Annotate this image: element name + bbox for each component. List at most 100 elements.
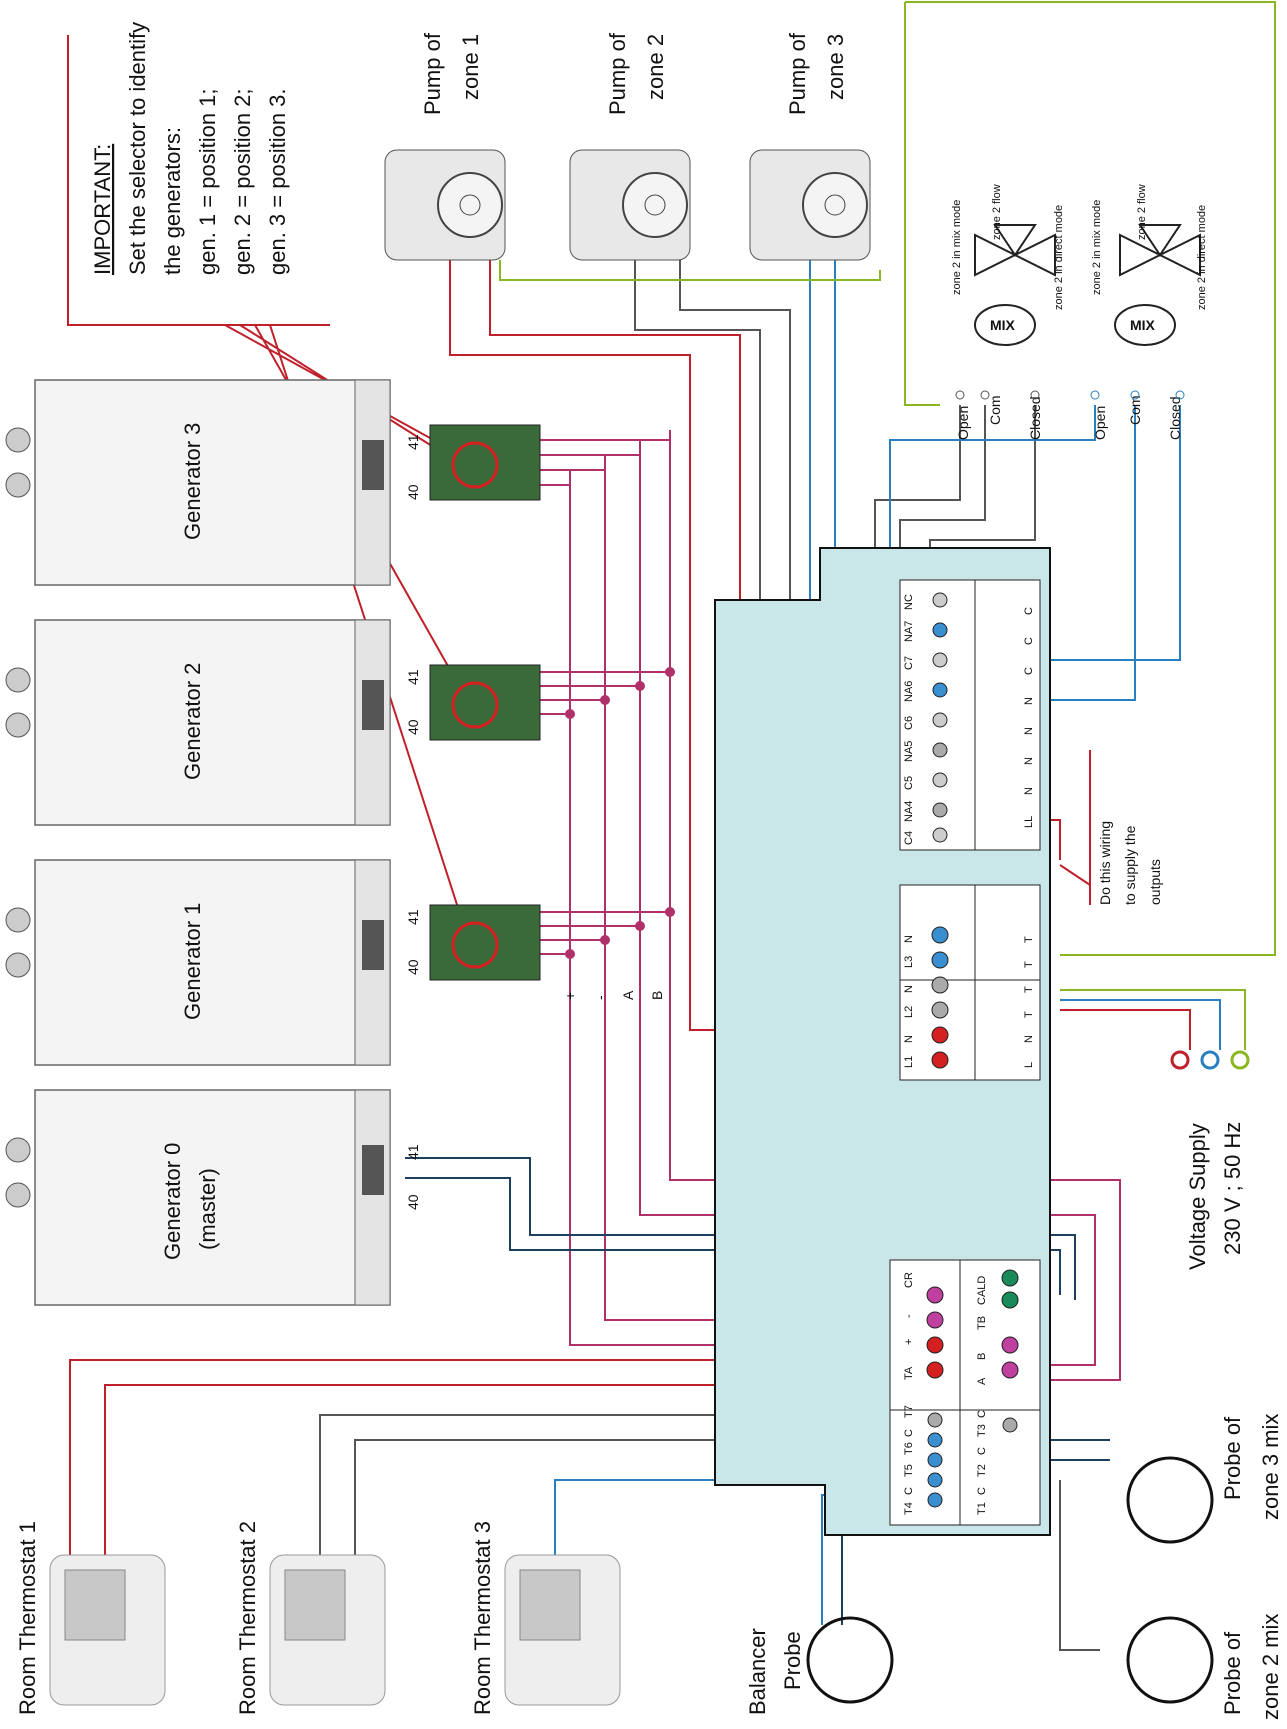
bus-label-a: A [620, 990, 636, 1000]
wire-thermostat1-red [69, 1359, 920, 1555]
mix-valve-1: MIX zone 2 in mix mode zone 2 flow zone … [951, 184, 1065, 440]
gen3-terminal-40: 40 [405, 484, 421, 500]
wire-bus-a [639, 440, 1096, 1366]
interface-boards [429, 424, 541, 981]
bus-label-plus: + [562, 992, 578, 1000]
wire-gen1-bus [540, 911, 670, 955]
mix-badge [1114, 304, 1176, 346]
pump-zone-3-line1: Pump of [785, 32, 810, 115]
flue-icon [5, 667, 31, 693]
probe-icon [1126, 1616, 1214, 1704]
bus-label-b: B [649, 991, 665, 1000]
wire-valve2-closed [1040, 405, 1181, 661]
probe-icon [806, 1616, 894, 1704]
note-title: IMPORTANT: [90, 144, 115, 275]
relay-term-c2: C [1023, 637, 1035, 645]
pump-zone-3: Pump of zone 3 [749, 32, 871, 261]
gen1-terminal-40: 40 [405, 959, 421, 975]
supply-line2: 230 V ; 50 Hz [1220, 1122, 1245, 1255]
pump-zone-1-line1: Pump of [420, 32, 445, 115]
relay-term-na5: NA5 [903, 741, 915, 762]
pump-icon [437, 172, 503, 238]
wire-earth-right [905, 1, 1276, 956]
relay-term-c3: C [1023, 607, 1035, 615]
wire-earth-top [499, 260, 881, 281]
relay-term-n1: N [1023, 787, 1035, 795]
wire-gen0-41 [405, 1157, 1076, 1300]
generator-2: Generator 2 40 41 [5, 619, 421, 826]
wire-earth-supply [1060, 989, 1246, 1050]
pump-icon [802, 172, 868, 238]
wire-gen0-40 [405, 1177, 1061, 1295]
valve2-direct-label: zone 2 in direct mode [1196, 205, 1208, 310]
gen0-terminal-41: 41 [405, 1144, 421, 1160]
valve-icon [974, 224, 1056, 277]
supply-line1: Voltage Supply [1185, 1123, 1210, 1270]
gen2-terminal-41: 41 [405, 669, 421, 685]
note-line1: Set the selector to identify [125, 22, 150, 275]
probe-zone-3-mix: Probe of zone 3 mix [1126, 1414, 1283, 1544]
bus-term-minus: - [903, 1314, 915, 1318]
voltage-supply: Voltage Supply 230 V ; 50 Hz [1170, 1050, 1250, 1270]
balancer-probe: Balancer Probe [745, 1616, 894, 1715]
balancer-probe-line2: Probe [780, 1631, 805, 1690]
relay-term-n3: N [1023, 727, 1035, 735]
probe-term-c3: C [976, 1487, 988, 1495]
power-term-t2: T [1023, 986, 1035, 993]
interface-board-gen3 [429, 424, 541, 501]
flue-icon [5, 712, 31, 738]
probe-icon [1126, 1456, 1214, 1544]
relay-term-c1: C [1023, 667, 1035, 675]
room-thermostat-1: Room Thermostat 1 [15, 1521, 166, 1715]
flue-icon [5, 427, 31, 453]
pump-zone-2-line1: Pump of [605, 32, 630, 115]
flue-icon [5, 472, 31, 498]
probe-term-t3: T3 [976, 1424, 988, 1437]
junction-dots [565, 667, 675, 959]
relay-term-na6: NA6 [903, 681, 915, 702]
pump-zone-1: Pump of zone 1 [384, 32, 506, 261]
probe-term-c4: C [976, 1447, 988, 1455]
balancer-probe-line1: Balancer [745, 1628, 770, 1715]
bus-labels: + - A B [562, 990, 665, 1000]
relay-term-nc: NC [903, 594, 915, 610]
probe-term-c5: C [976, 1410, 988, 1418]
note-line2: the generators: [160, 127, 185, 275]
valve2-closed: Closed [1167, 396, 1183, 440]
power-term-n2: N [903, 985, 915, 993]
valve2-com: Com [1127, 395, 1143, 425]
probe-term-t2: T2 [976, 1464, 988, 1477]
power-term-n: N [1023, 1035, 1035, 1043]
relay-terminal-block: C4 NA4 C5 NA5 C6 NA6 C7 NA7 NC LL N N N … [899, 579, 1041, 851]
relay-term-c7: C7 [903, 656, 915, 670]
thermostat-3-label: Room Thermostat 3 [470, 1521, 495, 1715]
selector-highlight [451, 441, 499, 489]
pump-zone-2-line2: zone 2 [643, 34, 668, 100]
probe-term-t5: T5 [903, 1464, 915, 1477]
flue-icon [5, 907, 31, 933]
probe-zone3-line1: Probe of [1220, 1416, 1245, 1500]
power-term-l: L [1023, 1062, 1035, 1068]
bus-term-cald: CALD [976, 1276, 988, 1305]
probe-terminal-block: T4 C T5 T6 C T7 T1 C T2 C T3 C [889, 1405, 1041, 1526]
probe-zone-2-mix: Probe of zone 2 mix [1126, 1614, 1283, 1720]
power-term-l3: L3 [903, 956, 915, 968]
mix-badge [974, 304, 1036, 346]
note-line3: gen. 1 = position 1; [195, 88, 220, 275]
valve1-open: Open [955, 406, 971, 440]
flue-icon [5, 1137, 31, 1163]
gen1-terminal-41: 41 [405, 909, 421, 925]
wiring-note-line3: outputs [1147, 859, 1163, 905]
room-thermostat-3: Room Thermostat 3 [470, 1521, 621, 1715]
power-term-n3: N [903, 935, 915, 943]
bus-term-tb: TB [976, 1316, 988, 1330]
valve2-flow-label: zone 2 flow [1136, 184, 1148, 240]
supply-terminal-l [1170, 1050, 1190, 1070]
wire-bus-b [669, 430, 1121, 1381]
probe-term-c2: C [903, 1429, 915, 1437]
probe-zone3-line2: zone 3 mix [1258, 1414, 1283, 1520]
pump-icon [622, 172, 688, 238]
wiring-note-line2: to supply the [1122, 825, 1138, 905]
relay-term-c6: C6 [903, 716, 915, 730]
